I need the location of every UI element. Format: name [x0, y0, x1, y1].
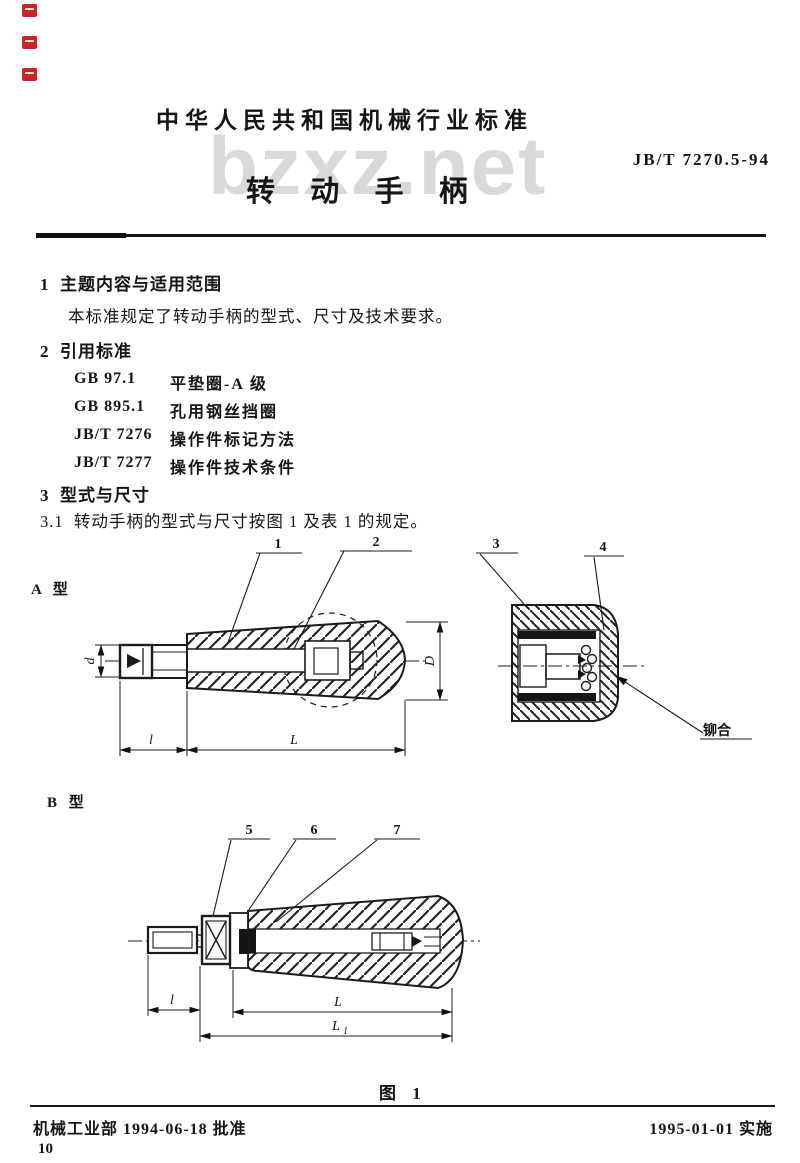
a-type-section-view	[498, 604, 648, 722]
callout-4: 4	[600, 540, 607, 555]
callout-7: 7	[394, 823, 401, 838]
dim-label-L1: L	[331, 1019, 340, 1034]
serration-detail	[578, 644, 598, 692]
hex-socket	[127, 654, 141, 668]
callout-1: 1	[275, 537, 282, 552]
reference-code: JB/T 7277	[74, 454, 153, 471]
shaft-end-cap	[349, 651, 364, 670]
screw-head	[146, 925, 199, 955]
dim-label-D: D	[423, 656, 438, 667]
dim-label-l-b: l	[170, 993, 174, 1008]
reference-title: 操作件标记方法	[170, 432, 297, 449]
type-b-label: B 型	[47, 795, 88, 811]
a-type-main-view	[105, 612, 430, 708]
reference-title: 平垫圈-A 级	[170, 376, 269, 393]
reference-row: JB/T 7276 操作件标记方法	[74, 426, 514, 454]
reference-row: JB/T 7277 操作件技术条件	[74, 454, 514, 482]
section-2-heading: 2 引用标准	[40, 342, 132, 361]
dim-label-L1-sub: 1	[343, 1026, 348, 1037]
red-scan-artifact	[22, 36, 37, 49]
reference-code: GB 895.1	[74, 398, 146, 415]
section-3-heading: 3 型式与尺寸	[40, 486, 150, 505]
reference-code: JB/T 7276	[74, 426, 153, 443]
page-number: 10	[38, 1141, 53, 1157]
section-1-heading: 1 主题内容与适用范围	[40, 275, 222, 294]
figure-1-drawing: d D l L 1 2	[83, 535, 752, 1042]
a-type-callouts	[226, 550, 412, 650]
red-scan-artifact	[22, 4, 37, 17]
b-type-callouts	[212, 838, 420, 923]
section-callouts	[476, 552, 752, 740]
header-rule	[36, 233, 766, 238]
dim-label-L-b: L	[333, 995, 342, 1010]
standard-number: JB/T 7270.5-94	[632, 150, 770, 169]
reference-row: GB 97.1 平垫圈-A 级	[74, 370, 514, 398]
dim-label-l: l	[149, 733, 153, 748]
type-a-label: A 型	[31, 582, 72, 598]
a-type-dimensions	[95, 621, 448, 756]
b-type-view	[128, 894, 480, 990]
reference-title: 孔用钢丝挡圈	[170, 404, 279, 421]
reference-list: GB 97.1 平垫圈-A 级 GB 895.1 孔用钢丝挡圈 JB/T 727…	[74, 370, 514, 482]
callout-3: 3	[493, 537, 500, 552]
document-title: 转 动 手 柄	[246, 176, 482, 208]
authority-line: 中华人民共和国机械行业标准	[156, 108, 533, 133]
figure-caption: 图 1	[379, 1084, 427, 1103]
section-1-body: 本标准规定了转动手柄的型式、尺寸及技术要求。	[68, 307, 453, 326]
reference-title: 操作件技术条件	[170, 460, 297, 477]
approval-note: 机械工业部 1994-06-18 批准	[33, 1121, 247, 1138]
callout-6: 6	[311, 823, 318, 838]
shaft-head	[118, 643, 154, 680]
retaining-ring	[239, 929, 248, 954]
clause-3-1: 3.1 转动手柄的型式与尺寸按图 1 及表 1 的规定。	[40, 512, 428, 531]
watermark: bzxz.net	[208, 121, 548, 212]
reference-code: GB 97.1	[74, 370, 137, 387]
reference-row: GB 895.1 孔用钢丝挡圈	[74, 398, 514, 426]
rivet-annotation: 铆合	[703, 722, 732, 739]
b-type-dimensions	[147, 955, 453, 1042]
implementation-note: 1995-01-01 实施	[649, 1121, 773, 1138]
dim-label-d: d	[83, 657, 98, 665]
callout-2: 2	[373, 535, 380, 550]
callout-5: 5	[246, 823, 253, 838]
footer-rule	[30, 1105, 775, 1107]
nut-inner	[313, 647, 339, 675]
dim-label-L: L	[289, 733, 298, 748]
red-scan-artifact	[22, 68, 37, 81]
